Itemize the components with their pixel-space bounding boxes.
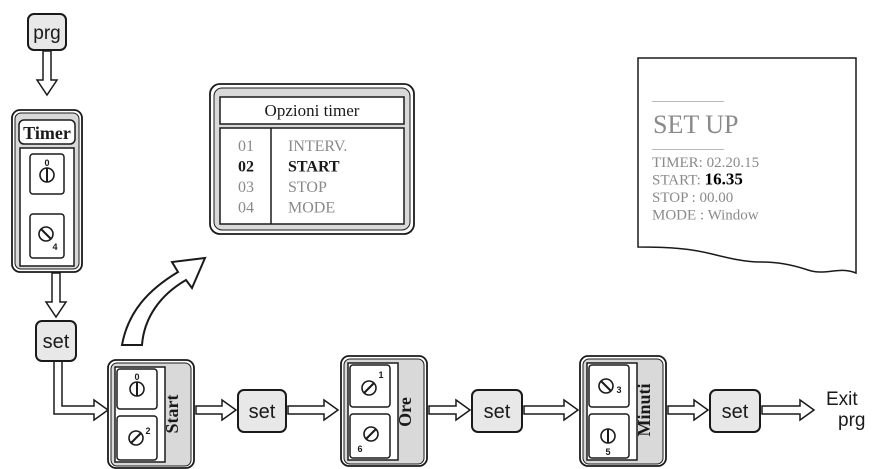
set-key-4-label: set [722, 401, 749, 423]
receipt-dash-bottom: ____________ [651, 137, 725, 151]
step-label-ore: Ore [395, 397, 415, 427]
setup-receipt: ____________ SET UP ____________ TIMER: … [637, 57, 857, 275]
set-key-3-label: set [484, 401, 511, 423]
menu-item-label[interactable]: START [288, 159, 340, 176]
step-label-start: Start [162, 395, 182, 434]
timer-dial-bottom-number: 4 [52, 242, 57, 252]
minuti-dial-bottom-number: 5 [605, 447, 610, 457]
exit-prg-label: prg [838, 410, 865, 431]
receipt-dash-top: ____________ [651, 89, 725, 103]
arrow-timer-to-set [44, 272, 68, 319]
zoom-arrow [120, 256, 207, 346]
timer-panel: Timer 0 4 [11, 109, 83, 273]
receipt-line-label: START: [652, 173, 705, 189]
step-box-ore: 1 6 Ore [340, 355, 428, 467]
receipt-title: SET UP [653, 110, 739, 139]
prg-key[interactable]: prg [27, 13, 67, 51]
menu-item-label[interactable]: STOP [288, 179, 327, 196]
set-key-2[interactable]: set [237, 389, 287, 433]
receipt-line-value: 16.35 [705, 170, 743, 189]
set-key-4[interactable]: set [709, 389, 761, 433]
step-label-minuti: Minuti [634, 383, 654, 436]
menu-item-label[interactable]: INTERV. [288, 138, 347, 155]
set-key-2-label: set [249, 401, 276, 423]
receipt-line: START: 16.35 [652, 170, 743, 189]
arrow-ore-to-set [428, 398, 472, 422]
menu-item-number: 02 [238, 159, 254, 176]
receipt-line-label: TIMER: [652, 155, 707, 171]
minuti-dial-top-number: 3 [616, 385, 621, 395]
menu-item-label[interactable]: MODE [288, 200, 335, 217]
set-key-3[interactable]: set [471, 389, 523, 433]
receipt-line-value: Window [708, 208, 759, 224]
timer-panel-title: Timer [23, 123, 71, 143]
arrow-minuti-to-set [667, 398, 710, 422]
receipt-line-value: 02.20.15 [707, 155, 760, 171]
receipt-line: TIMER: 02.20.15 [652, 155, 759, 171]
set-key-1-label: set [43, 331, 70, 353]
start-dial-top-number: 0 [134, 372, 139, 382]
options-menu: Opzioni timer 01 INTERV. 02 START 03 STOP 04 MO… [209, 83, 415, 235]
step-box-start: 0 2 Start [107, 359, 195, 469]
menu-item-number: 03 [238, 179, 254, 196]
step-box-minuti: 3 5 Minuti [579, 355, 667, 467]
receipt-line: STOP : 00.00 [652, 190, 733, 206]
arrow-start-to-set [195, 398, 238, 422]
start-dial-bottom-number: 2 [145, 426, 150, 436]
receipt-line: MODE : Window [652, 208, 759, 224]
ore-dial-bottom-number: 6 [357, 444, 362, 454]
options-menu-title: Opzioni timer [265, 101, 360, 120]
receipt-line-label: STOP : [652, 190, 700, 206]
exit-label: Exit [826, 389, 858, 410]
receipt-line-value: 00.00 [700, 190, 734, 206]
arrow-set-to-ore [287, 398, 340, 422]
arrow-set-to-minuti [523, 398, 580, 422]
ore-dial-top-number: 1 [378, 370, 383, 380]
prg-key-label: prg [33, 23, 60, 44]
arrow-set-to-exit [761, 398, 816, 422]
menu-item-number: 01 [238, 138, 254, 155]
menu-item-number: 04 [238, 200, 254, 217]
set-key-1[interactable]: set [35, 320, 77, 362]
timer-dial-top-number: 0 [44, 158, 49, 168]
arrow-set-to-start [53, 362, 110, 422]
arrow-prg-to-timer [35, 50, 59, 97]
receipt-line-label: MODE : [652, 208, 708, 224]
